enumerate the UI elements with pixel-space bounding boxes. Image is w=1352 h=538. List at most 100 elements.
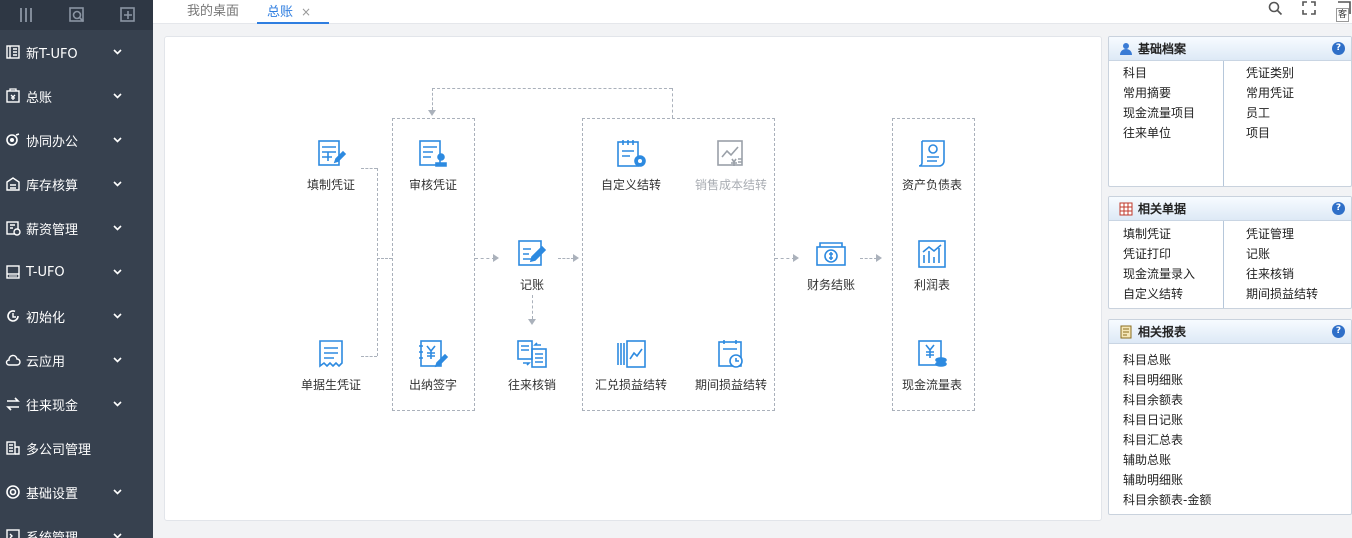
node-income-statement[interactable]: 利润表	[882, 237, 982, 293]
sidebar-item-settings[interactable]: 基础设置	[0, 470, 153, 514]
panel-link[interactable]: 科目日记账	[1123, 413, 1184, 427]
sidebar-item-label: 基础设置	[26, 486, 79, 502]
add-window-icon[interactable]	[102, 0, 153, 30]
table-icon	[1119, 202, 1133, 215]
workflow-canvas: 填制凭证 单据生凭证 审核凭证 出纳签字 记账 往来核销 自定义结转 销售成本结…	[164, 36, 1102, 521]
menu-icon[interactable]	[0, 0, 51, 30]
sidebar-item-company[interactable]: 多公司管理	[0, 426, 153, 470]
node-label: 现金流量表	[901, 378, 962, 392]
connector	[672, 88, 673, 118]
connector	[361, 356, 377, 357]
panel-link[interactable]: 现金流量项目	[1123, 106, 1196, 120]
arrow-right-icon	[573, 254, 579, 262]
panel-link[interactable]: 往来单位	[1123, 126, 1172, 140]
document-icon	[319, 340, 343, 368]
panel-link[interactable]: 凭证打印	[1123, 247, 1172, 261]
node-fx-transfer[interactable]: 汇兑损益结转	[581, 337, 681, 393]
panel-link[interactable]: 科目余额表	[1123, 393, 1184, 407]
sidebar-item-ufo[interactable]: T-UFO	[0, 250, 153, 294]
node-label: 资产负债表	[901, 178, 962, 192]
node-cashier-sign[interactable]: 出纳签字	[383, 337, 483, 393]
sidebar-toolbar	[0, 0, 153, 30]
panel-link[interactable]: 辅助总账	[1123, 453, 1172, 467]
history-icon[interactable]	[51, 0, 102, 30]
sidebar-item-system[interactable]: 系统管理	[0, 514, 153, 538]
node-period-pl-transfer[interactable]: 期间损益结转	[681, 337, 781, 393]
node-audit-voucher[interactable]: 审核凭证	[383, 137, 483, 193]
node-fill-voucher[interactable]: 填制凭证	[281, 137, 381, 193]
panel-link[interactable]: 员工	[1246, 106, 1271, 120]
panel-header: 相关单据 ?	[1109, 197, 1351, 221]
panel-link[interactable]: 科目汇总表	[1123, 433, 1184, 447]
column-divider	[1223, 61, 1224, 186]
panel-link[interactable]: 科目余额表-金额	[1123, 493, 1212, 507]
sidebar-item-warehouse[interactable]: 库存核算	[0, 162, 153, 206]
chevron-down-icon	[113, 225, 122, 231]
panel-link[interactable]: 辅助明细账	[1123, 473, 1184, 487]
user-icon[interactable]	[1336, 0, 1352, 16]
sidebar-item-report[interactable]: 新T-UFO	[0, 30, 153, 74]
chevron-down-icon	[113, 533, 122, 538]
ufo-icon	[5, 264, 21, 280]
panel-title: 相关单据	[1138, 202, 1187, 216]
report-group-box	[892, 118, 975, 411]
sidebar-item-init[interactable]: 初始化	[0, 294, 153, 338]
sidebar-item-label: 往来现金	[26, 398, 79, 414]
chevron-down-icon	[113, 93, 122, 99]
node-balance-sheet[interactable]: 资产负债表	[882, 137, 982, 193]
tab-my-desktop[interactable]: 我的桌面	[187, 4, 240, 19]
balance-sheet-icon	[918, 140, 945, 167]
sidebar-item-collab[interactable]: 协同办公	[0, 118, 153, 162]
audit-group-box	[392, 118, 475, 411]
search-icon[interactable]	[1267, 0, 1283, 16]
node-closing[interactable]: 财务结账	[781, 237, 881, 293]
sidebar-item-exchange[interactable]: 往来现金	[0, 382, 153, 426]
panel-link[interactable]: 科目明细账	[1123, 373, 1184, 387]
panel-link[interactable]: 凭证管理	[1246, 227, 1295, 241]
close-icon[interactable]: ×	[301, 5, 312, 19]
sidebar-item-ledger[interactable]: 总账	[0, 74, 153, 118]
sidebar-item-salary[interactable]: 薪资管理	[0, 206, 153, 250]
connector	[860, 258, 877, 259]
help-icon[interactable]: ?	[1332, 42, 1345, 55]
panel-body: 科目常用摘要现金流量项目往来单位 凭证类别常用凭证员工项目	[1109, 61, 1351, 186]
sidebar-item-cloud[interactable]: 云应用	[0, 338, 153, 382]
arrow-right-icon	[493, 254, 499, 262]
company-icon	[5, 440, 21, 456]
panel-link[interactable]: 现金流量录入	[1123, 267, 1196, 281]
panel-link[interactable]: 科目	[1123, 66, 1148, 80]
connector	[361, 168, 377, 169]
node-custom-transfer[interactable]: 自定义结转	[581, 137, 681, 193]
panel-link[interactable]: 常用摘要	[1123, 86, 1172, 100]
panel-related-reports: 相关报表 ? 科目总账科目明细账科目余额表科目日记账科目汇总表辅助总账辅助明细账…	[1108, 319, 1352, 515]
chevron-down-icon	[113, 401, 122, 407]
panel-link[interactable]: 往来核销	[1246, 267, 1295, 281]
help-icon[interactable]: ?	[1332, 325, 1345, 338]
node-sales-cost-transfer[interactable]: 销售成本结转	[681, 137, 781, 193]
tab-general-ledger[interactable]: 总账×	[257, 0, 329, 24]
node-cash-flow-statement[interactable]: 现金流量表	[882, 337, 982, 393]
panel-link[interactable]: 项目	[1246, 126, 1271, 140]
panel-link[interactable]: 期间损益结转	[1246, 287, 1319, 301]
node-label: 出纳签字	[408, 378, 457, 392]
transfer-group-box	[582, 118, 775, 411]
fullscreen-icon[interactable]	[1301, 0, 1317, 16]
node-ar-ap-writeoff[interactable]: 往来核销	[482, 337, 582, 393]
panel-link[interactable]: 自定义结转	[1123, 287, 1184, 301]
panel-link[interactable]: 填制凭证	[1123, 227, 1172, 241]
node-posting[interactable]: 记账	[482, 237, 582, 293]
sidebar-item-label: 薪资管理	[26, 222, 79, 238]
income-statement-icon	[918, 240, 946, 268]
system-icon	[5, 528, 21, 538]
panel-link[interactable]: 凭证类别	[1246, 66, 1295, 80]
node-doc-voucher[interactable]: 单据生凭证	[281, 337, 381, 393]
panel-body: 科目总账科目明细账科目余额表科目日记账科目汇总表辅助总账辅助明细账科目余额表-金…	[1109, 344, 1351, 514]
sidebar-item-label: 库存核算	[26, 178, 79, 194]
panel-link[interactable]: 记账	[1246, 247, 1271, 261]
panel-link[interactable]: 常用凭证	[1246, 86, 1295, 100]
report-list-icon	[1120, 325, 1132, 338]
panel-link[interactable]: 科目总账	[1123, 353, 1172, 367]
help-icon[interactable]: ?	[1332, 202, 1345, 215]
exchange-icon	[5, 396, 21, 412]
